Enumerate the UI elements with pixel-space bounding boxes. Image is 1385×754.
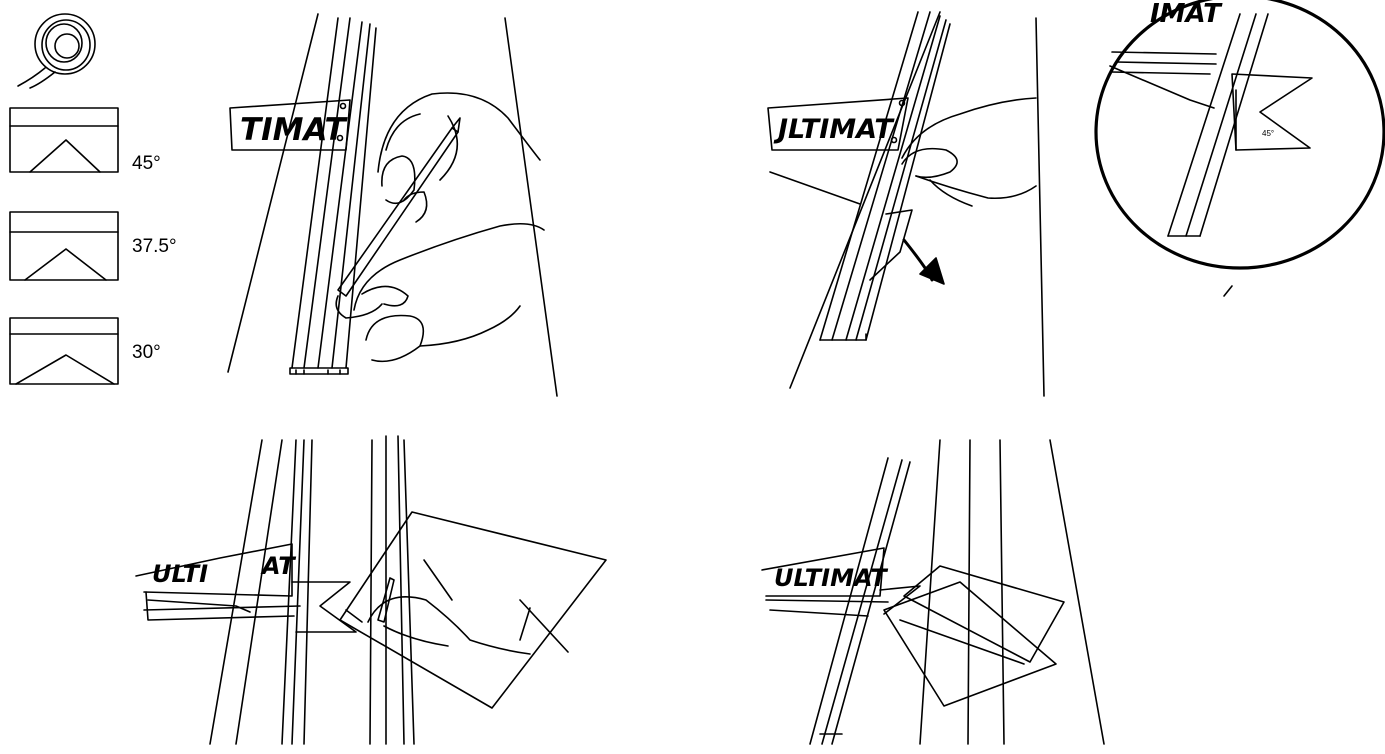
string-coil-icon — [18, 14, 95, 88]
mat-cut-30-icon — [10, 318, 118, 384]
inset-brand-label: IMAT — [1150, 0, 1223, 29]
brand-label-panel-3: ULTI — [152, 560, 208, 588]
inset-detail-circle — [1096, 0, 1384, 296]
panel-4-cut-mat — [762, 440, 1104, 744]
brand-label-panel-1: TIMAT — [240, 112, 349, 148]
brand-label-panel-2: JLTIMAT — [773, 114, 895, 145]
brand-label-panel-3-tail: AT — [260, 552, 296, 580]
panel-3-mark-mat — [136, 436, 606, 744]
inset-45-mark: 45° — [1262, 129, 1274, 138]
mat-cut-37-5-icon — [10, 212, 118, 280]
brand-label-panel-4: ULTIMAT — [774, 564, 888, 592]
panel-2-flip-stop — [768, 12, 1044, 396]
panel-1-mark-string — [228, 14, 557, 396]
mat-cut-45-icon — [10, 108, 118, 172]
